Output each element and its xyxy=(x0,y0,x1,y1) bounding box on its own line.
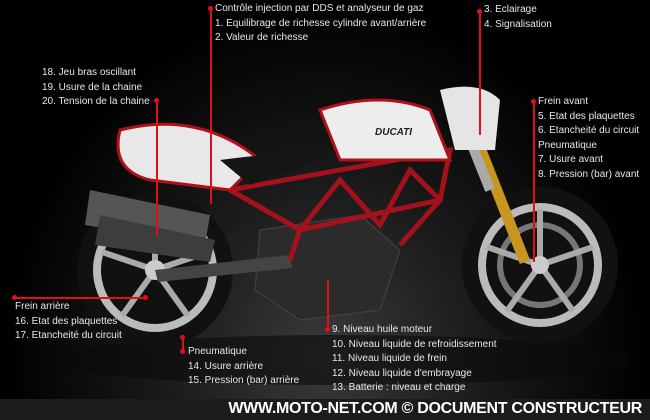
annotation-item: 1. Equilibrage de richesse cylindre avan… xyxy=(215,17,427,29)
annotation-item: 13. Batterie : niveau et charge xyxy=(332,382,466,393)
annotation-item: 11. Niveau liquide de frein xyxy=(332,353,447,364)
footer-credit: WWW.MOTO-NET.COM © DOCUMENT CONSTRUCTEUR xyxy=(228,400,642,417)
annotation-item: 12. Niveau liquide d'embrayage xyxy=(332,367,472,379)
annotation-item: 10. Niveau liquide de refroidissement xyxy=(332,338,497,350)
annotation-item: 9. Niveau huile moteur xyxy=(332,324,433,335)
pointer-dot-rear-tire-top xyxy=(180,335,185,340)
pointer-line-injection xyxy=(210,9,212,204)
annotation-item: 5. Etat des plaquettes xyxy=(538,110,635,122)
annotation-item: 3. Eclairage xyxy=(484,4,537,15)
pointer-dot-chain xyxy=(154,98,159,103)
annotation-title: Pneumatique xyxy=(188,346,247,357)
ducati-logo: DUCATI xyxy=(375,127,412,138)
annotation-item: 2. Valeur de richesse xyxy=(215,32,309,43)
pointer-dot-fluids xyxy=(325,327,330,332)
pointer-line-fluids xyxy=(327,280,329,332)
annotation-lighting: 3. Eclairage 4. Signalisation xyxy=(484,3,552,32)
pointer-dot-rear-brake xyxy=(12,295,17,300)
trellis-frame xyxy=(222,146,454,261)
annotation-item: 19. Usure de la chaine xyxy=(42,81,143,93)
front-wheel xyxy=(462,187,618,343)
annotation-front-brake: Frein avant 5. Etat des plaquettes 6. Et… xyxy=(538,95,639,182)
annotation-item: 17. Etancheité du circuit xyxy=(15,330,122,341)
annotation-fluids: 9. Niveau huile moteur 10. Niveau liquid… xyxy=(332,323,497,396)
annotation-item: Pneumatique xyxy=(538,139,597,151)
pointer-line-lighting xyxy=(479,12,481,135)
pointer-dot-rear-brake-end xyxy=(143,295,148,300)
pointer-dot-front-brake xyxy=(531,99,536,104)
annotation-item: 15. Pression (bar) arrière xyxy=(188,375,300,386)
pointer-line-rear-tire xyxy=(182,337,184,351)
annotation-item: 6. Etancheité du circuit xyxy=(538,125,640,136)
pointer-dot-lighting xyxy=(477,9,482,14)
annotation-title: Frein arrière xyxy=(15,301,70,312)
annotation-item: 16. Etat des plaquettes xyxy=(15,315,118,327)
footer-bar: WWW.MOTO-NET.COM © DOCUMENT CONSTRUCTEUR xyxy=(0,399,650,420)
annotation-item: 20. Tension de la chaine xyxy=(42,96,150,107)
pointer-line-front-brake xyxy=(533,102,535,262)
annotation-item: 18. Jeu bras oscillant xyxy=(42,67,136,78)
annotation-item: 14. Usure arrière xyxy=(188,360,264,372)
pointer-dot-injection xyxy=(208,6,213,11)
annotation-item: 7. Usure avant xyxy=(538,154,604,165)
annotation-chain: 18. Jeu bras oscillant 19. Usure de la c… xyxy=(42,66,150,110)
annotation-injection: Contrôle injection par DDS et analyseur … xyxy=(215,2,426,46)
annotation-rear-brake: Frein arrière 16. Etat des plaquettes 17… xyxy=(15,300,122,344)
annotation-title: Contrôle injection par DDS et analyseur … xyxy=(215,3,424,14)
annotation-item: 4. Signalisation xyxy=(484,18,552,30)
pointer-line-rear-brake xyxy=(14,297,146,299)
pointer-line-chain xyxy=(156,101,158,236)
annotation-title: Frein avant xyxy=(538,96,589,107)
annotation-item: 8. Pression (bar) avant xyxy=(538,168,640,180)
pointer-dot-rear-tire xyxy=(180,349,185,354)
annotation-rear-tire: Pneumatique 14. Usure arrière 15. Pressi… xyxy=(188,345,299,389)
